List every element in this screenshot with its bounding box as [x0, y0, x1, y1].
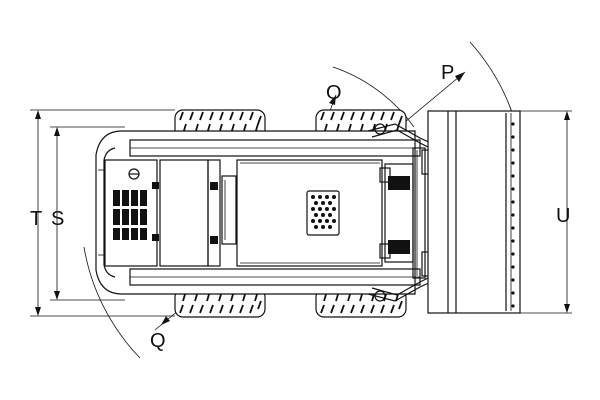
mount-bolt [152, 234, 159, 241]
mount-bolt [152, 182, 159, 189]
tire-rear-right [174, 288, 266, 318]
engine-grille [113, 190, 147, 240]
turning-arc-o [332, 66, 415, 128]
dimension-label-s: S [51, 208, 64, 230]
hydraulic-compartment [159, 159, 237, 267]
turning-label-q: Q [150, 330, 166, 352]
dimension-u [520, 110, 572, 314]
dimension-t [30, 109, 175, 317]
bucket-bolts [511, 122, 515, 308]
chassis [95, 130, 421, 295]
turning-arc-q [83, 246, 141, 359]
vent-plate [306, 190, 340, 236]
dimension-label-u: U [556, 205, 570, 227]
bucket [427, 110, 521, 314]
dimension-s [50, 126, 125, 301]
fuel-cap-icon [128, 168, 140, 180]
dimension-label-t: T [30, 208, 42, 230]
front-frame [384, 147, 426, 279]
turning-label-p: P [441, 62, 454, 84]
turning-label-o: O [326, 82, 342, 104]
